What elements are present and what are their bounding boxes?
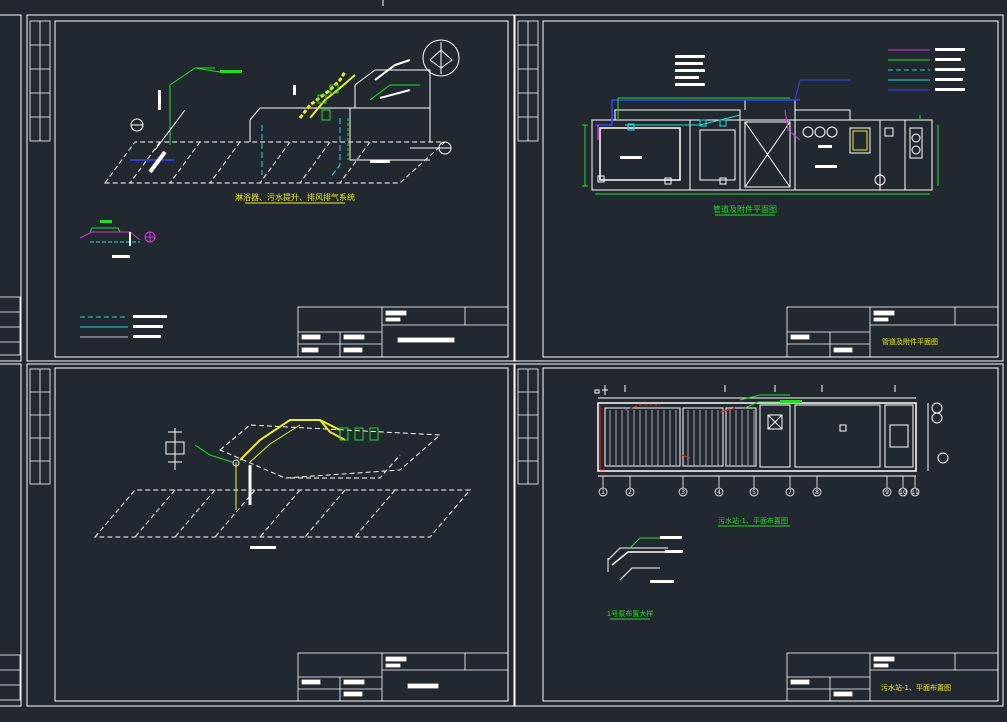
sheet-bottom-right-inner xyxy=(542,367,999,702)
pipe-plan-drawing xyxy=(582,55,939,195)
drawing-title-bottom-right: 污水站-1、平面布置图 xyxy=(718,516,788,525)
legend-top-right xyxy=(888,48,965,91)
svg-text:3: 3 xyxy=(681,489,685,496)
svg-text:5: 5 xyxy=(752,489,756,496)
sheet-top-left-outer[interactable] xyxy=(26,14,515,362)
axis-labels-bottom: 1 2 3 4 5 7 8 9 10 11 xyxy=(598,487,920,497)
svg-text:9: 9 xyxy=(885,489,889,496)
binding-strips xyxy=(0,20,539,701)
titleblock-name-top-right: 管道及附件平面图 xyxy=(882,337,938,346)
sheet-left-partial xyxy=(0,14,22,362)
station-layout-plan xyxy=(594,385,949,583)
detail-title-pump: 1号泵布置大样 xyxy=(607,609,653,618)
svg-text:8: 8 xyxy=(815,489,819,496)
svg-text:4: 4 xyxy=(717,489,721,496)
svg-text:10: 10 xyxy=(899,489,907,496)
isometric-piping-diagram-2 xyxy=(93,419,472,549)
sheet-top-right-inner xyxy=(542,20,999,358)
svg-text:11: 11 xyxy=(911,489,919,496)
svg-text:2: 2 xyxy=(628,489,632,496)
sheet-bottom-left-inner xyxy=(54,367,509,702)
drawing-title-top-left: 淋浴器、污水提升、排风排气系统 xyxy=(235,192,355,202)
sheet-top-left-inner xyxy=(54,20,509,358)
drawing-title-top-right: 管道及附件平面图 xyxy=(713,204,777,214)
svg-text:1: 1 xyxy=(601,489,605,496)
legend-top-left xyxy=(80,315,167,338)
sheet-left-partial-2 xyxy=(0,363,22,707)
sheet-frames xyxy=(0,0,1004,707)
sheet-top-right-outer[interactable] xyxy=(514,14,1004,362)
titleblock-top-left[interactable] xyxy=(297,306,509,358)
titleblock-top-right[interactable] xyxy=(786,306,999,358)
isometric-drainage-diagram xyxy=(79,39,460,258)
titleblock-name-bottom-right: 污水站-1、平面布置图 xyxy=(881,683,951,692)
sheet-bottom-right-outer[interactable] xyxy=(514,363,1004,707)
titleblock-bottom-left[interactable] xyxy=(297,652,509,702)
titleblock-bottom-right[interactable] xyxy=(786,652,999,702)
sheet-bottom-left-outer[interactable] xyxy=(26,363,515,707)
svg-text:7: 7 xyxy=(788,489,792,496)
